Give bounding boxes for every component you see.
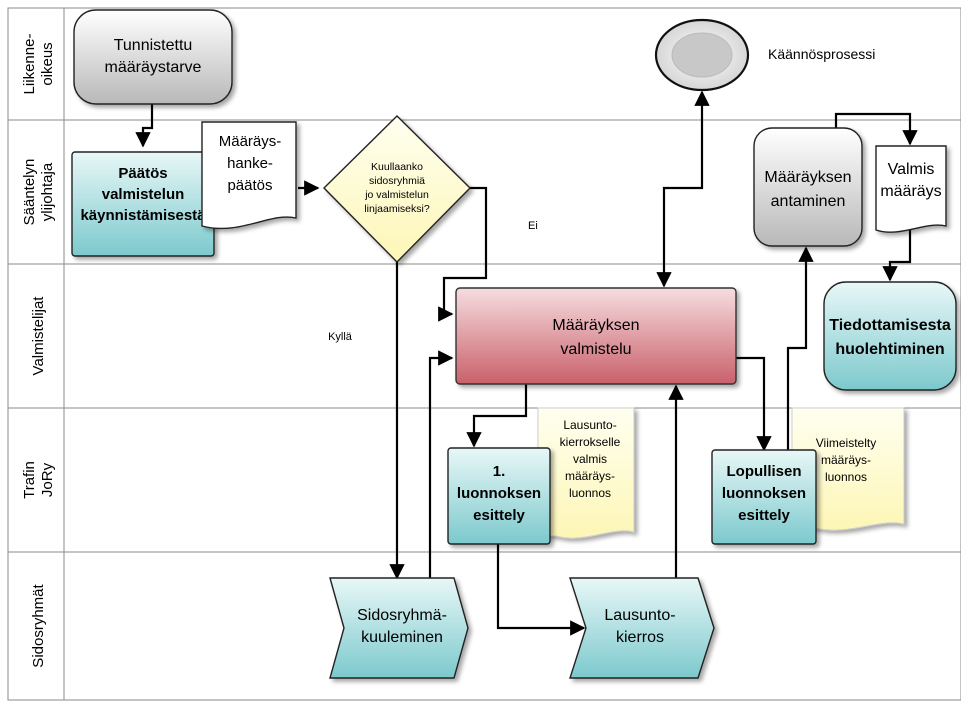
decision-kuullaanko[interactable] [323, 115, 471, 263]
node-lopullinen-label: Lopullisen luonnoksen esittely [722, 463, 806, 524]
text-line: Sidosryhmät [30, 583, 47, 667]
doc-maaraushankepaatos[interactable] [201, 121, 297, 230]
text-line: esittely [738, 507, 790, 524]
text-line: valmis [573, 452, 607, 466]
text-line: käynnistämisestä [80, 207, 206, 224]
text-line: Lausunto- [604, 607, 675, 624]
arrow-decision-ei [438, 186, 488, 322]
text-line: Määräyksen [764, 169, 851, 186]
node-valmistelu[interactable] [455, 287, 737, 385]
arrow-kuuleminen-valmistelu [428, 350, 454, 578]
text-line: oikeus [39, 42, 56, 85]
text-line: JoRy [39, 462, 56, 497]
label-ei: Ei [528, 220, 538, 232]
label-kylla: Kyllä [328, 331, 353, 343]
text-line: määräys- [821, 453, 871, 467]
text-line: päätös [227, 177, 272, 194]
text-line: kierrokselle [560, 435, 621, 449]
text-line: Valmistelijat [30, 296, 47, 376]
text-line: Tiedottamisesta [829, 317, 951, 334]
arrow-lopullinen-antaminen [786, 246, 814, 450]
doc-lausuntokierrokselle-label: Lausunto-kierrokselle valmis määräys-luonn… [560, 418, 621, 500]
text-line: Lausunto- [563, 418, 616, 432]
text-line: luonnoksen [722, 485, 806, 502]
node-esittely1-label: 1. luonnoksen esittely [457, 463, 541, 524]
text-line: Liikenne- [21, 34, 38, 95]
text-line: antaminen [771, 193, 846, 210]
node-valmistelu-label: Määräyksen valmistelu [552, 317, 639, 358]
arrow-tunnistettu-paatos [135, 104, 154, 148]
arrow-valmistelu-esittely1 [466, 384, 528, 448]
arrow-esittely1-kierros [496, 544, 586, 636]
text-line: linjaamiseksi? [364, 203, 430, 215]
end-event-core [671, 32, 733, 78]
text-line: Lopullisen [727, 463, 802, 480]
decision-kuullaanko-label: Kuullaanko sidosryhmiä jo valmistelun linja… [364, 161, 430, 215]
doc-viimeistelty-label: Viimeistelty määräys-luonnos [816, 436, 876, 484]
text-line: valmistelun [102, 186, 185, 203]
kaannos-label-box [756, 40, 896, 68]
text-line: Trafin [21, 461, 38, 499]
doc-valmis-maarays-label: Valmis määräys [880, 161, 941, 200]
lane-label-liikenne: Liikenne-oikeus [21, 34, 56, 95]
text-line: huolehtiminen [835, 341, 944, 358]
text-line: sidosryhmiä [369, 175, 425, 187]
node-esittely1[interactable] [447, 447, 551, 545]
lane-labels: Liikenne-oikeus Sääntelynylijohtaja Valm… [21, 34, 56, 668]
arrow-antaminen-valmis [834, 112, 918, 146]
text-line: Määräyksen [552, 317, 639, 334]
node-sidosryhmakuuleminen-label: Sidosryhmä-kuuleminen [357, 607, 447, 646]
label-kylla-box [304, 320, 376, 352]
text-line: Valmis [888, 161, 935, 178]
text-line: määräys- [565, 469, 615, 483]
doc-maaraushankepaatos-label: Määräys-hanke-päätös [219, 133, 282, 194]
text-line: Sidosryhmä- [357, 607, 447, 624]
node-lausuntokierros-label: Lausunto-kierros [604, 607, 675, 646]
node-sidosryhmakuuleminen[interactable] [329, 577, 469, 679]
arrow-valmistelu-lopullinen [736, 356, 772, 452]
text-line: jo valmistelun [364, 189, 429, 201]
nodes: Tunnistettu määräystarve Päätös valmistelu… [71, 9, 957, 679]
node-tunnistettu-label: Tunnistettu määräystarve [105, 37, 202, 76]
text-line: Päätös [118, 165, 167, 182]
lane-label-sidosryhmat: Sidosryhmät [30, 583, 47, 667]
node-antaminen[interactable] [753, 127, 863, 247]
text-line: luonnoksen [457, 485, 541, 502]
node-lopullinen[interactable] [711, 449, 817, 545]
node-tunnistettu[interactable] [73, 9, 233, 105]
node-lausuntokierros[interactable] [569, 577, 715, 679]
arrow-valmis-tiedottaminen [882, 230, 912, 282]
lane-label-valmistelijat: Valmistelijat [30, 296, 47, 376]
text-line: hanke- [227, 155, 273, 172]
text-line: Viimeistelty [816, 436, 876, 450]
text-line: määräystarve [105, 59, 202, 76]
text-line: kuuleminen [361, 629, 443, 646]
connectors [135, 90, 918, 636]
doc-lausuntokierrokselle[interactable] [537, 407, 635, 539]
doc-valmis-maarays[interactable] [875, 145, 947, 233]
text-line: Sääntelyn [21, 159, 38, 226]
kaannos-label: Käännösprosessi [768, 46, 875, 62]
lane-label-trafin: TrafinJoRy [21, 461, 56, 499]
node-tiedottaminen-label: Tiedottamisesta huolehtiminen [829, 317, 951, 358]
text-line: Kuullaanko [371, 161, 423, 173]
arrow-valmistelu-kaannos [656, 90, 710, 288]
node-paatos-label: Päätös valmistelun käynnistämisestä [80, 165, 206, 224]
text-line: esittely [473, 507, 525, 524]
text-line: 1. [493, 463, 506, 480]
text-line: luonnos [825, 470, 867, 484]
text-line: määräys [880, 183, 941, 200]
text-line: kierros [616, 629, 664, 646]
lane-label-saantelyn: Sääntelynylijohtaja [21, 159, 56, 226]
text-line: ylijohtaja [39, 162, 56, 221]
text-line: Tunnistettu [114, 37, 193, 54]
node-tiedottaminen[interactable] [823, 281, 957, 391]
node-antaminen-label: Määräyksen antaminen [764, 169, 851, 210]
text-line: valmistelu [560, 341, 631, 358]
text-line: luonnos [569, 486, 611, 500]
text-line: Määräys- [219, 133, 282, 150]
